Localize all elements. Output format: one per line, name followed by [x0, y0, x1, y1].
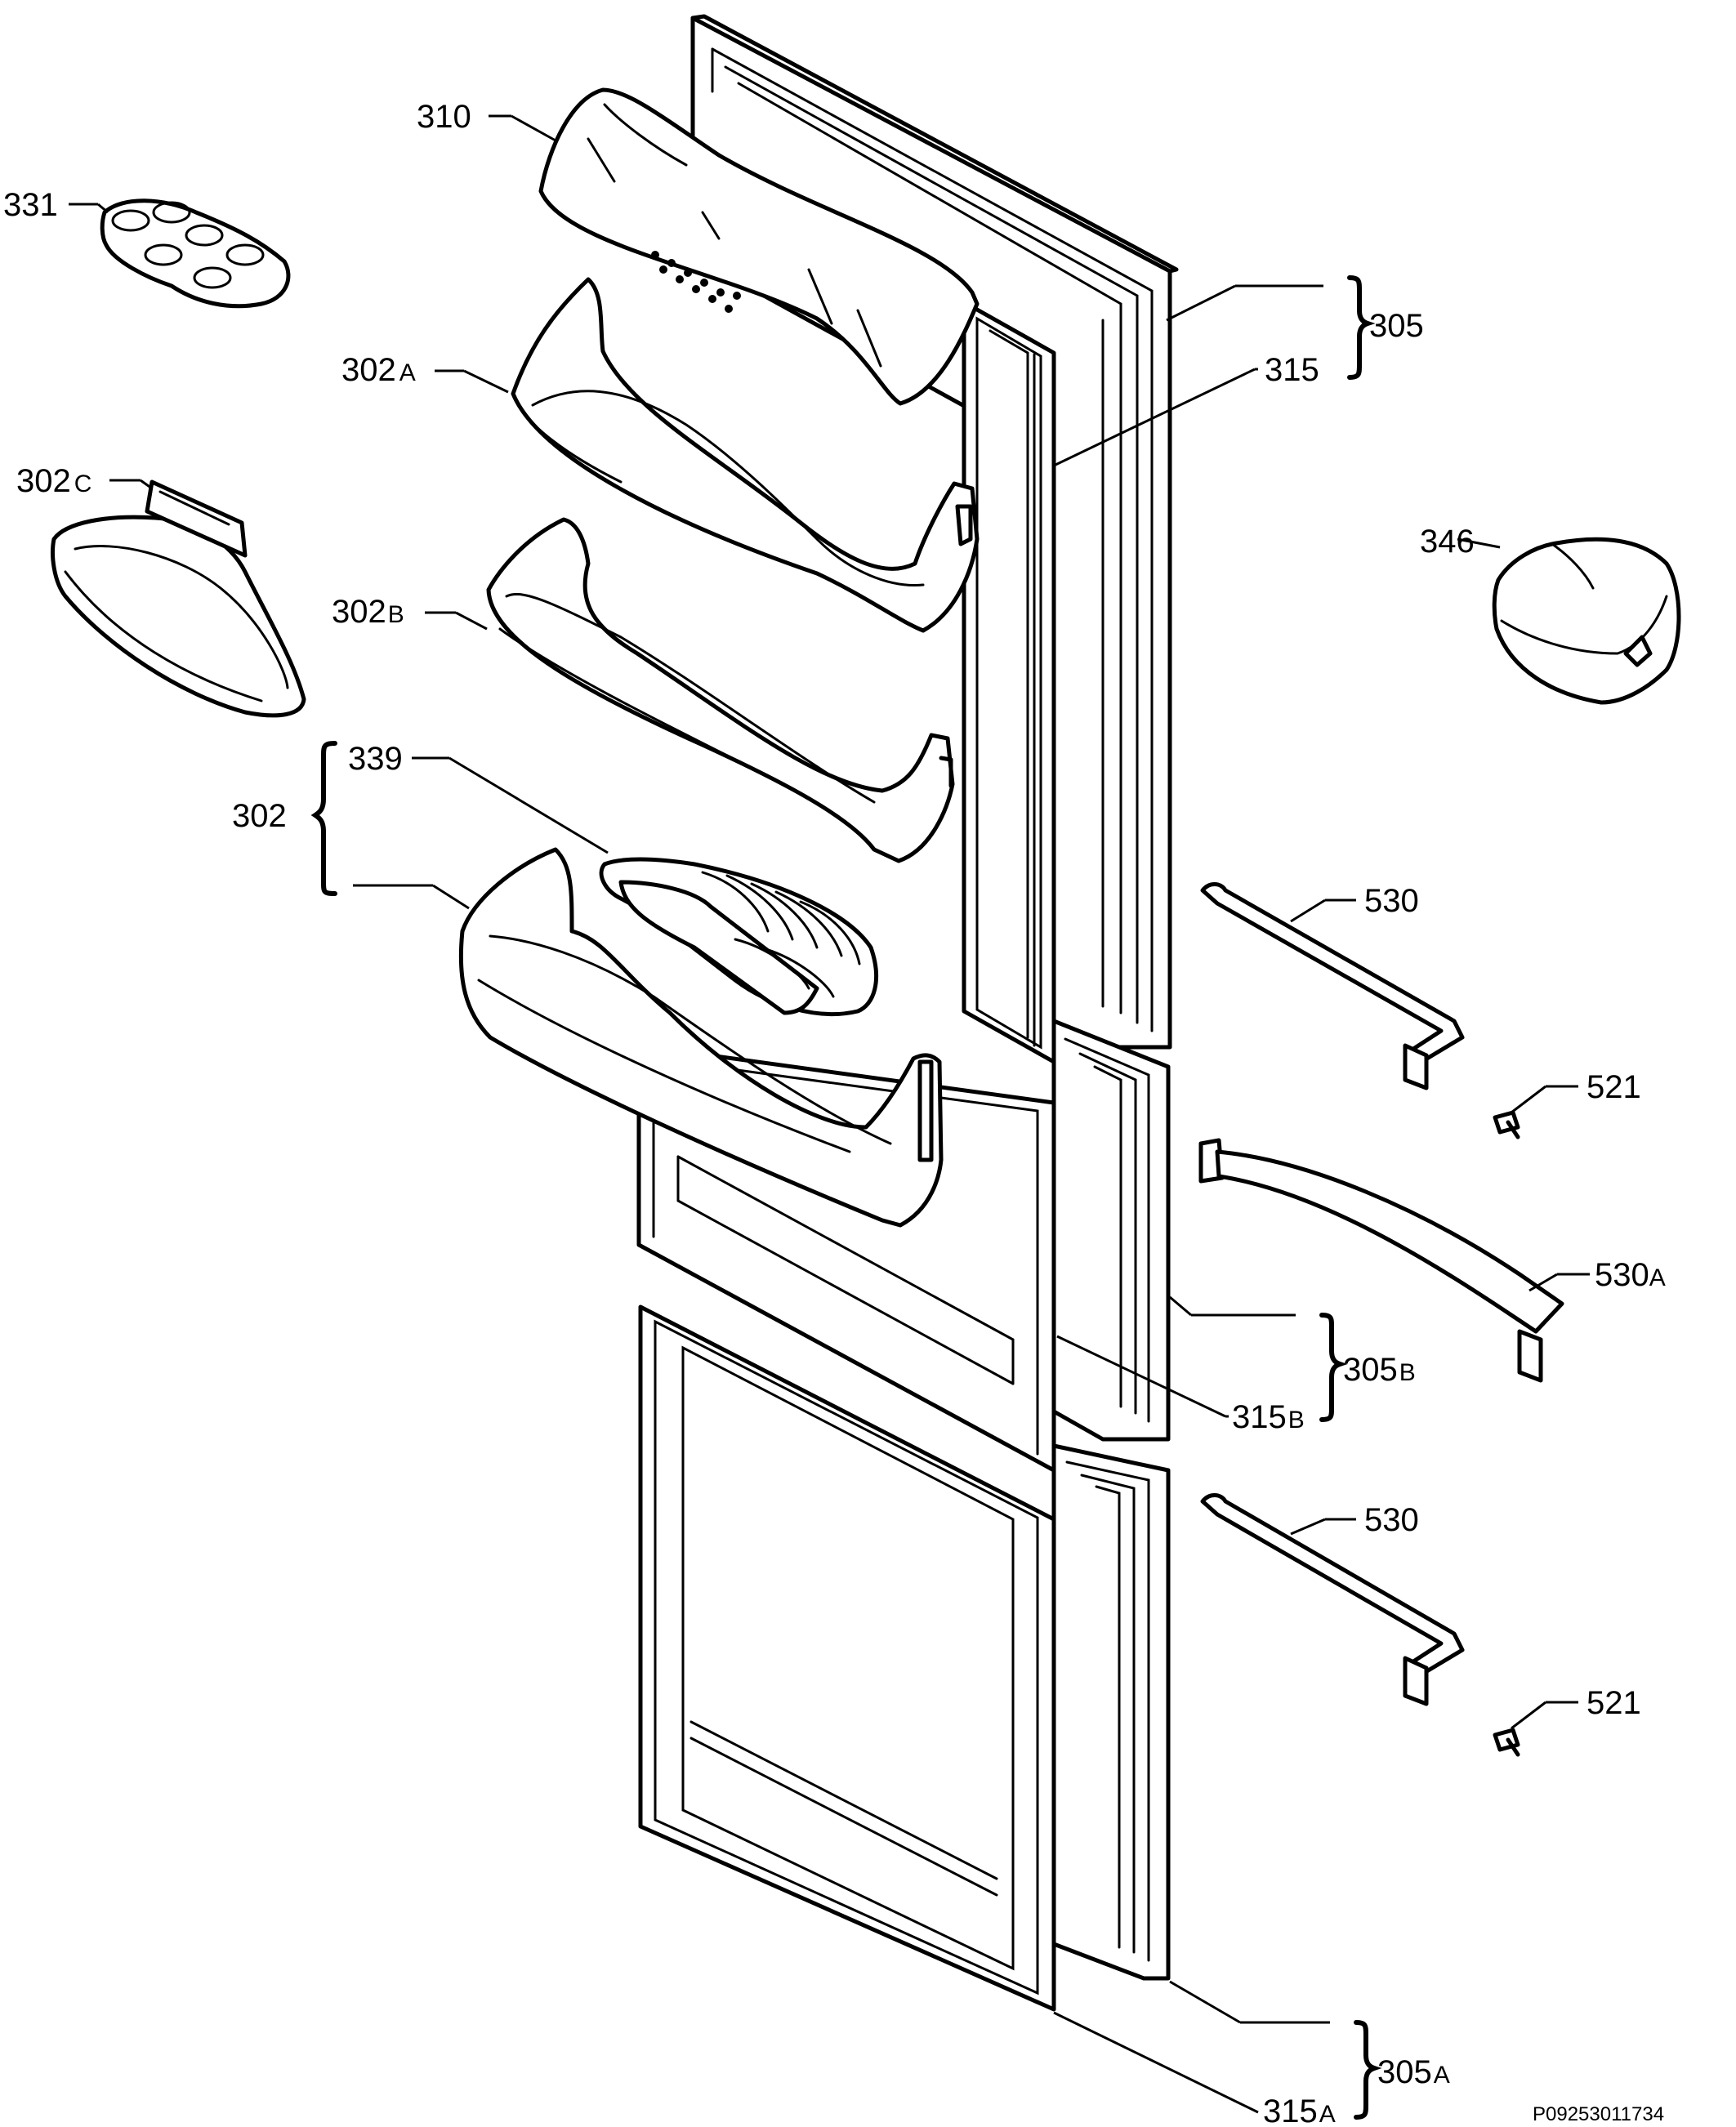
- brace-305: [1347, 275, 1376, 380]
- braces: [310, 275, 1382, 2120]
- callout-339: 339: [348, 741, 403, 777]
- callout-530-top: 530: [1364, 883, 1419, 919]
- callout-315: 315: [1265, 352, 1319, 388]
- callout-302b: 302B: [332, 594, 404, 630]
- callout-305: 305: [1369, 308, 1424, 344]
- brace-305a: [1354, 2020, 1382, 2120]
- callout-310: 310: [417, 99, 471, 135]
- cover-310: [538, 87, 980, 406]
- door-shelf-302b: [486, 517, 955, 863]
- egg-tray-331: [100, 198, 291, 309]
- callout-305b: 305B: [1343, 1352, 1416, 1388]
- screw-521-top: [1493, 1110, 1520, 1139]
- brace-302: [310, 741, 337, 896]
- handle-530-top: [1200, 882, 1465, 1090]
- callout-315b: 315B: [1232, 1399, 1305, 1435]
- bottle-shelf-302: [458, 847, 944, 1228]
- door-shelf-302a: [511, 277, 980, 633]
- drawing-code: P09253011734: [1533, 2103, 1664, 2125]
- lower-door-305a: [1051, 1443, 1171, 1981]
- bottle-holder-339: [599, 857, 878, 1016]
- cover-vent-dots: [651, 251, 741, 313]
- callout-331: 331: [3, 187, 58, 223]
- shelf-302c: [51, 479, 306, 718]
- lower-gasket-315a: [638, 1304, 1056, 2012]
- callout-305a: 305A: [1377, 2054, 1450, 2090]
- callout-521-bottom: 521: [1586, 1685, 1641, 1721]
- upper-gasket-315: [962, 300, 1056, 1064]
- screw-521-bottom: [1493, 1728, 1520, 1757]
- callout-521-top: 521: [1586, 1069, 1641, 1105]
- part-346: [1492, 537, 1681, 705]
- callout-315a: 315A: [1263, 2094, 1336, 2127]
- leader-lines: [69, 114, 1590, 2114]
- callout-530a: 530A: [1595, 1257, 1666, 1293]
- handle-530-bottom: [1200, 1493, 1465, 1706]
- brace-305b: [1319, 1313, 1348, 1422]
- handle-530a: [1198, 1138, 1564, 1383]
- callout-346: 346: [1420, 524, 1475, 560]
- callout-302: 302: [232, 798, 287, 834]
- middle-door-305b: [1051, 1019, 1171, 1442]
- callout-530-bottom: 530: [1364, 1502, 1419, 1538]
